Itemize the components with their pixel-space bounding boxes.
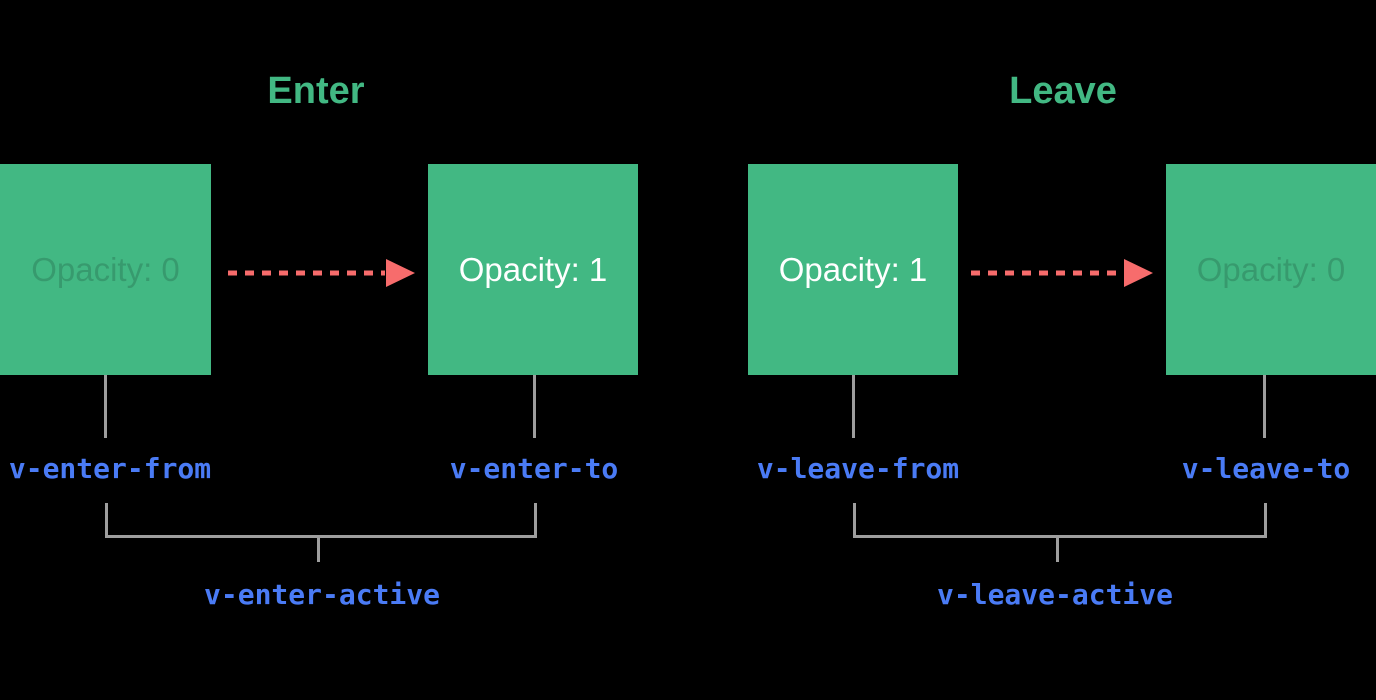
enter-from-class-label: v-enter-from — [8, 452, 212, 485]
enter-from-connector-line — [104, 375, 107, 438]
leave-active-bracket — [853, 503, 1267, 538]
enter-active-bracket — [105, 503, 537, 538]
leave-active-class-label: v-leave-active — [936, 578, 1174, 611]
enter-to-connector-line — [533, 375, 536, 438]
enter-to-class-label: v-enter-to — [449, 452, 619, 485]
enter-from-box: Opacity: 0 — [0, 164, 211, 375]
enter-to-opacity-label: Opacity: 1 — [458, 250, 608, 288]
leave-transition-arrow-icon — [971, 259, 1153, 287]
leave-to-class-label: v-leave-to — [1181, 452, 1351, 485]
enter-active-class-label: v-enter-active — [203, 578, 441, 611]
enter-to-box: Opacity: 1 — [428, 164, 638, 375]
leave-to-opacity-label: Opacity: 0 — [1196, 250, 1346, 288]
enter-from-opacity-label: Opacity: 0 — [31, 250, 180, 288]
leave-from-opacity-label: Opacity: 1 — [778, 250, 928, 288]
enter-section-title: Enter — [267, 70, 365, 112]
leave-from-class-label: v-leave-from — [756, 452, 960, 485]
leave-to-box: Opacity: 0 — [1166, 164, 1376, 375]
leave-to-connector-line — [1263, 375, 1266, 438]
leave-from-box: Opacity: 1 — [748, 164, 958, 375]
leave-section-title: Leave — [1009, 70, 1117, 112]
leave-active-bracket-stem — [1056, 538, 1059, 562]
leave-from-connector-line — [852, 375, 855, 438]
enter-active-bracket-stem — [317, 538, 320, 562]
enter-transition-arrow-icon — [228, 259, 415, 287]
